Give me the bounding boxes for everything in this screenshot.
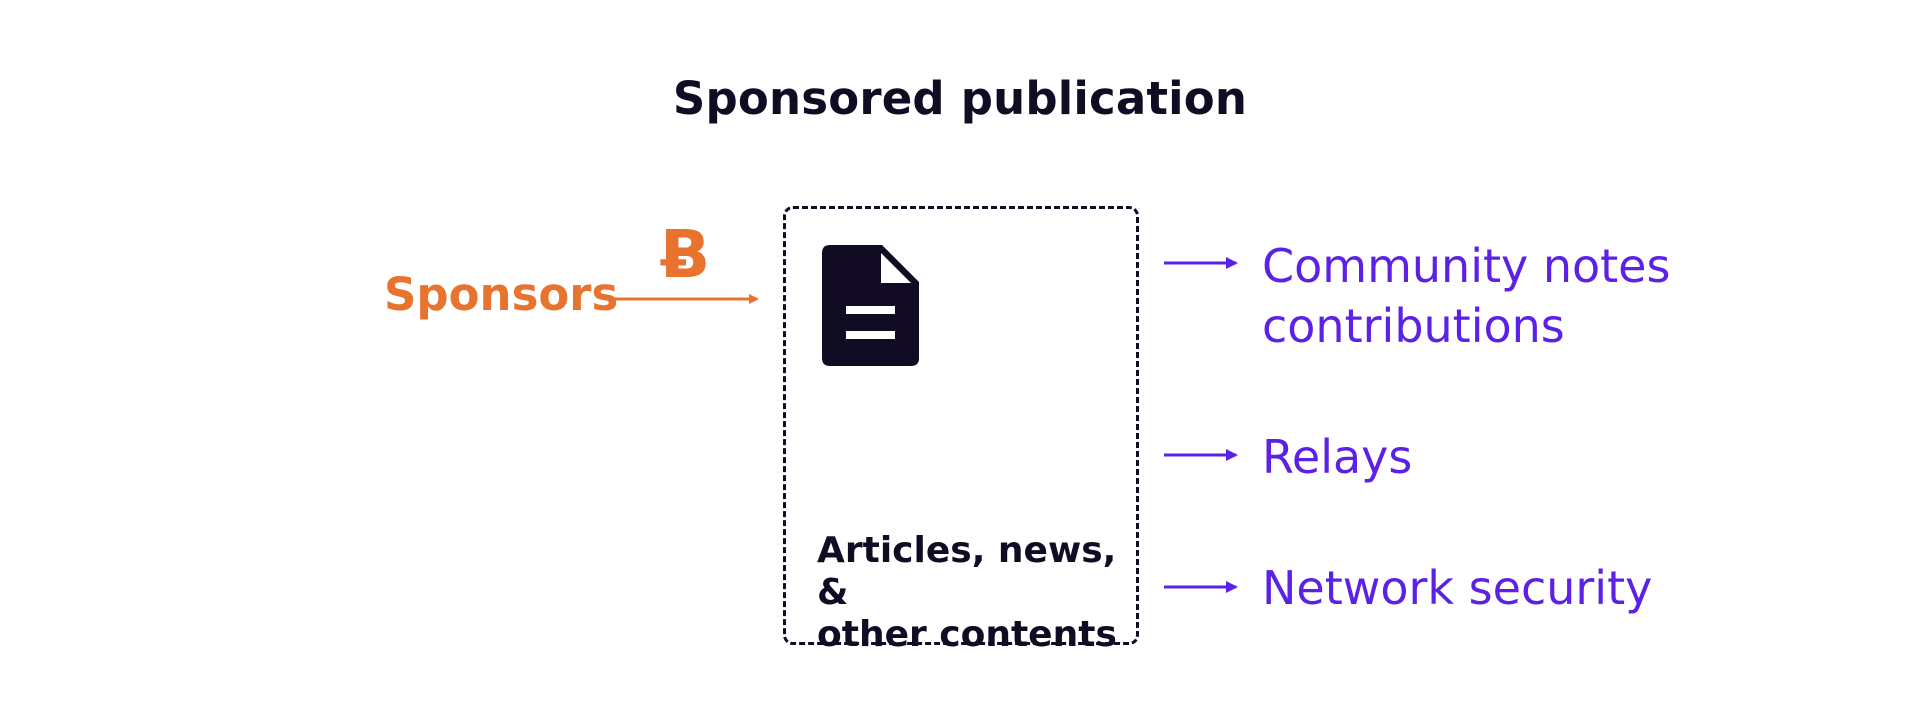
diagram-title: Sponsored publication bbox=[672, 72, 1248, 125]
content-label: Articles, news, & other contents bbox=[817, 530, 1117, 656]
output-relays: Relays bbox=[1262, 430, 1413, 484]
bitcoin-icon: Ƀ bbox=[660, 216, 711, 293]
output-community-notes: Community notes contributions bbox=[1262, 236, 1670, 356]
output-community-notes-line1: Community notes bbox=[1262, 239, 1671, 293]
content-label-line1: Articles, news, & bbox=[817, 530, 1117, 613]
output-community-notes-line2: contributions bbox=[1262, 299, 1565, 353]
output-network-security: Network security bbox=[1262, 561, 1653, 615]
sponsors-label: Sponsors bbox=[384, 268, 619, 321]
document-icon bbox=[822, 245, 919, 366]
content-label-line2: other contents bbox=[817, 614, 1117, 655]
content-box bbox=[783, 206, 1139, 645]
